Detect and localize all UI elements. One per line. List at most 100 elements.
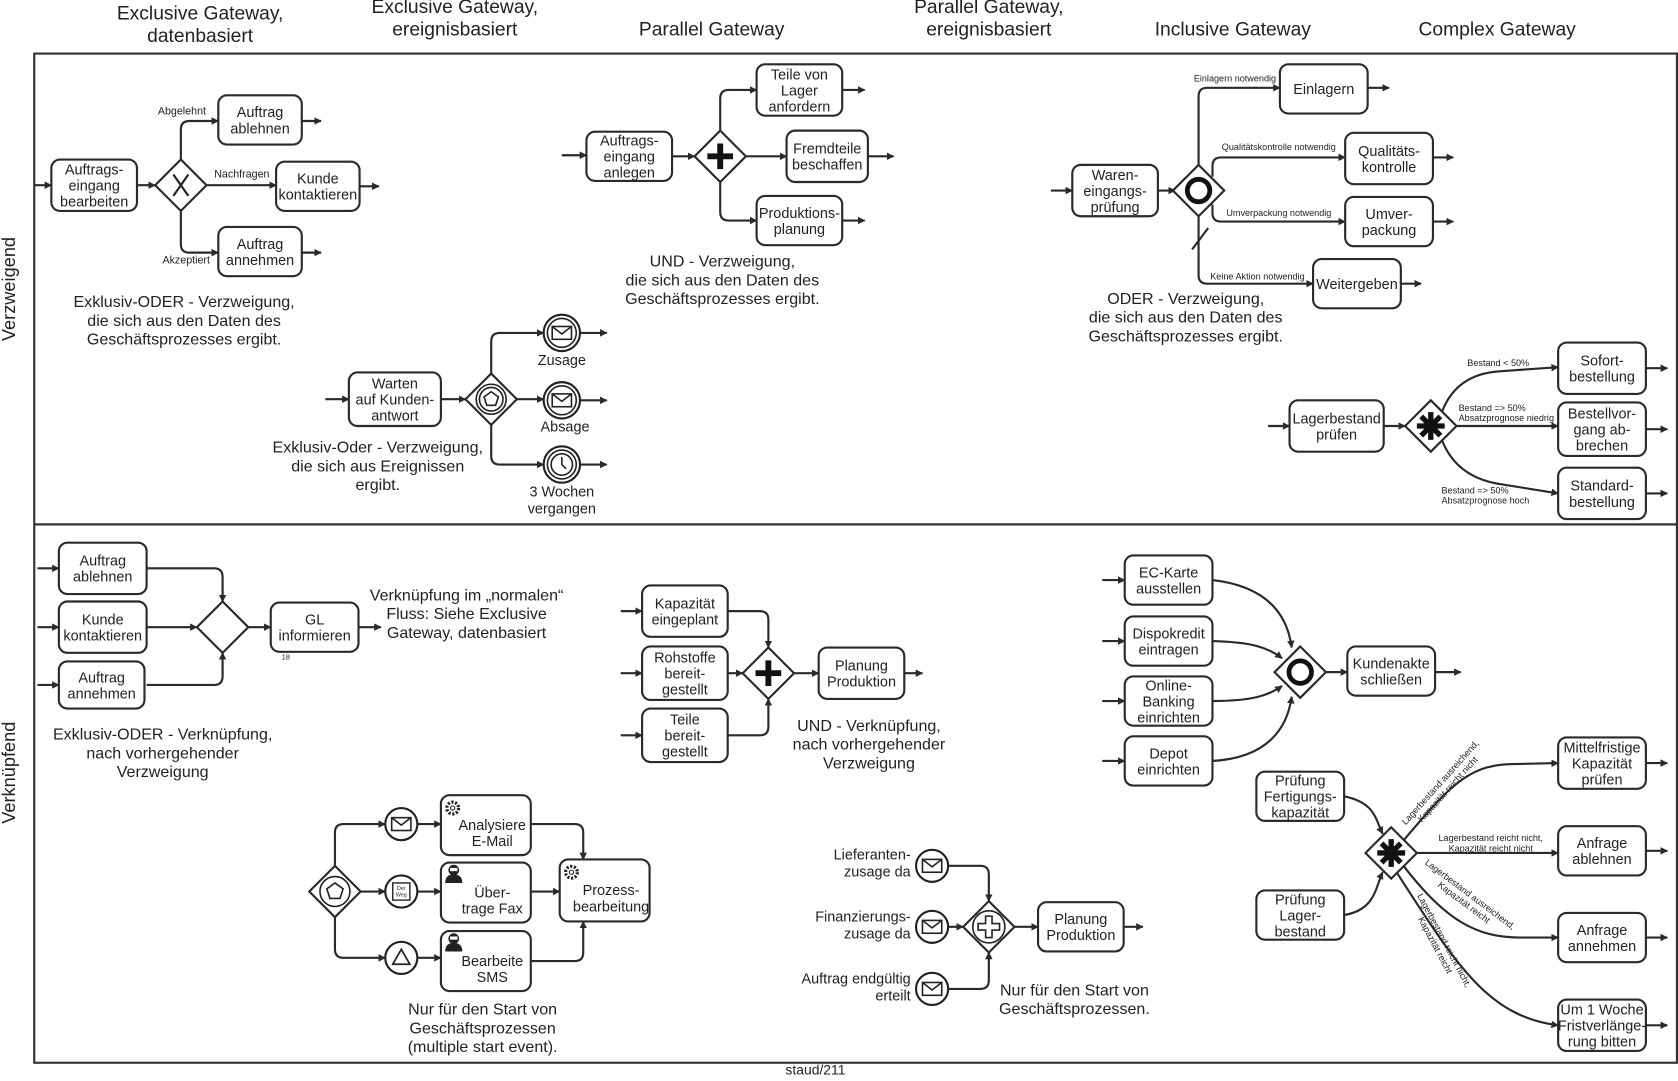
annotation-text-line: Verknüpfung im „normalen“: [370, 586, 564, 604]
task-label-line: beschaffen: [792, 158, 862, 174]
task-label: Bestellvor-gang ab-brechen: [1568, 407, 1636, 455]
task-t10: Waren-eingangs-prüfung: [1071, 163, 1159, 218]
task-label-line: Warten: [372, 377, 418, 393]
sequence-flow: [146, 567, 227, 603]
task-label-line: Produktion: [827, 675, 896, 691]
task-t12: Qualitäts-kontrolle: [1344, 131, 1435, 186]
task-label-line: eingeplant: [652, 613, 719, 629]
task-box: [1344, 195, 1435, 248]
sequence-flow: [1343, 871, 1384, 917]
task-t17: Bestellvor-gang ab-brechen: [1557, 401, 1647, 458]
gateway-diamond: [195, 599, 250, 655]
annotation-text-line: Exklusiv-Oder - Verzweigung,: [273, 439, 483, 457]
sequence-flow: [1197, 214, 1314, 288]
task-label-line: Auftrags-: [600, 134, 659, 150]
event-circle: [384, 940, 419, 975]
flow-condition-label: Bestand => 50%Absatzprognose niedrig: [1459, 403, 1554, 423]
sequence-flow: [530, 823, 587, 861]
task-box: [1557, 825, 1647, 877]
flow-condition-label-line: Nachfragen: [214, 169, 269, 181]
task-label-line: ablehnen: [1572, 852, 1631, 868]
task-t9: Produktions-planung: [755, 194, 844, 247]
gateway-diamond: [961, 899, 1017, 955]
task-label-line: Teile von: [771, 67, 828, 83]
sequence-flow: [948, 951, 993, 990]
sequence-flow: [1211, 153, 1346, 177]
event-label-line: vergangen: [528, 502, 596, 518]
flow-condition-label: Einlagern notwendig: [1194, 73, 1276, 83]
sequence-flow: [1212, 696, 1295, 763]
flow-condition-label: Lagerbestand ausreichend,Kapazität reich…: [1400, 738, 1489, 833]
event-label: Zusage: [538, 353, 586, 369]
column-header-line: Exclusive Gateway,: [117, 3, 284, 24]
envelope-icon: [921, 919, 943, 935]
task-label-line: Analysiere: [459, 818, 526, 834]
task-label: Prozess-bearbeitung: [573, 883, 649, 915]
task-b12: Prozess-bearbeitung: [558, 858, 651, 923]
task-box: [57, 660, 146, 710]
task-label-line: Lager-: [1279, 908, 1321, 924]
annotation-text-line: Gateway, datenbasiert: [387, 624, 547, 642]
task-label-line: Depot: [1149, 746, 1188, 762]
sequence-flow: [1212, 640, 1283, 660]
task-box: [785, 129, 869, 184]
sequence-flow: [179, 210, 220, 257]
sequence-flow: [719, 181, 758, 225]
sequence-flows: [34, 84, 1669, 1030]
event-ring: [319, 875, 351, 908]
event-label: Absage: [541, 419, 590, 435]
envelope-icon: [921, 858, 943, 874]
task-label-line: Kapazität: [1572, 756, 1632, 772]
flow-condition-label-line: Absatzprognose hoch: [1441, 496, 1529, 506]
event-inner-ring: [546, 317, 578, 349]
gateway-parallel: [693, 129, 748, 184]
annotation-text: UND - Verzweigung,die sich aus den Daten…: [625, 253, 819, 308]
annotation-text-line: Nur für den Start von: [1000, 981, 1149, 999]
annotation-text-line: Exklusiv-ODER - Verknüpfung,: [53, 726, 272, 744]
task-label-line: kontrolle: [1362, 160, 1417, 176]
event-message-intermediate: Zusage: [538, 313, 586, 369]
event-signal-start: [384, 940, 419, 975]
task-box: [641, 707, 729, 764]
flow-condition-label-line: Bestand => 50%: [1441, 485, 1508, 495]
event-inner-ring: [546, 385, 578, 416]
task-b10: Über-trage Fax: [439, 861, 532, 924]
task-label-line: kapazität: [1271, 806, 1329, 822]
annotation-text-line: ergibt.: [355, 476, 400, 494]
task-label-line: Fertigungs-: [1264, 790, 1337, 806]
flow-condition-label-line: Bestand < 50%: [1467, 358, 1529, 368]
sequence-flow: [333, 917, 387, 962]
gateway-complex: [1364, 825, 1419, 881]
annotation-text-line: Geschäftsprozesses ergibt.: [87, 331, 281, 349]
task-label-line: Teile: [670, 713, 700, 729]
task-label-line: Lagerbestand: [1292, 411, 1380, 427]
task-box: [1312, 257, 1402, 310]
circle-icon: [1184, 176, 1213, 205]
task-box: [641, 645, 729, 702]
task-label-line: Auftrag: [237, 105, 284, 121]
annotation-text: ODER - Verzweigung,die sich aus den Date…: [1089, 290, 1283, 345]
sequence-flow: [1401, 863, 1559, 942]
task-label-line: kontaktieren: [63, 629, 142, 645]
task-label-line: Bearbeite: [461, 954, 523, 970]
sequence-flow: [1212, 685, 1283, 703]
annotation-text-line: Fluss: Siehe Exclusive: [386, 605, 547, 623]
flow-condition-label: Umverpackung notwendig: [1226, 208, 1331, 218]
event-label-line: Absage: [541, 419, 590, 435]
